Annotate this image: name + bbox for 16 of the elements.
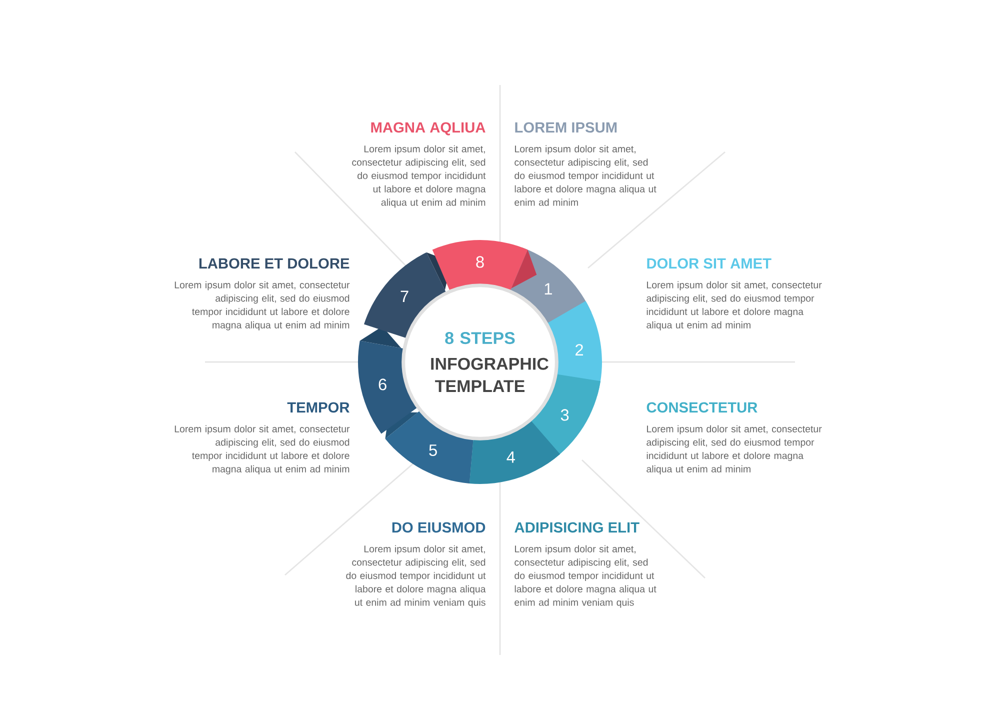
step-heading: CONSECTETUR (646, 402, 758, 413)
step-heading: ADIPISICING ELIT (514, 522, 640, 533)
step-heading: DO EIUSMOD (392, 522, 486, 533)
step-heading: TEMPOR (287, 402, 350, 413)
step-description: Lorem ipsum dolor sit amet, consectetur adipiscing elit, sed do eiusmod tempor incididunt ut labore et dolore magna aliqua ut enim ad minim veniam quis (514, 545, 656, 608)
step-description: Lorem ipsum dolor sit amet, consectetur adipiscing elit, sed do eiusmod tempor incididunt ut labore et dolore magna aliqua ut enim ad minim veniam quis (346, 545, 486, 608)
step-heading: LABORE ET DOLORE (199, 258, 350, 269)
step-description: Lorem ipsum dolor sit amet, consectetur adipiscing elit, sed do eiusmod tempor incididunt ut labore et dolore magna aliqua ut enim ad minim (646, 425, 822, 474)
step-description: Lorem ipsum dolor sit amet, consectetur adipiscing elit, sed do eiusmod tempor incididunt ut labore et dolore magna aliqua ut enim ad minim (352, 145, 486, 208)
step-heading: LOREM IPSUM (515, 122, 617, 133)
step-heading: MAGNA AQLIUA (371, 122, 486, 136)
step-heading: DOLOR SIT AMET (647, 258, 772, 269)
step-description: Lorem ipsum dolor sit amet, consectetur adipiscing elit, sed do eiusmod tempor incididunt ut labore et dolore magna aliqua ut enim ad minim (514, 145, 656, 206)
step-description: Lorem ipsum dolor sit amet, consectetur adipiscing elit, sed do eiusmod tempor incididunt ut labore et dolore magna aliqua ut enim ad minim (174, 425, 350, 474)
step-description: Lorem ipsum dolor sit amet, consectetur adipiscing elit, sed do eiusmod tempor incididunt ut labore et dolore magna aliqua ut enim ad minim (646, 281, 822, 330)
step-description: Lorem ipsum dolor sit amet, consectetur adipiscing elit, sed do eiusmod tempor incididunt ut labore et dolore magna aliqua ut enim ad minim (174, 281, 350, 330)
